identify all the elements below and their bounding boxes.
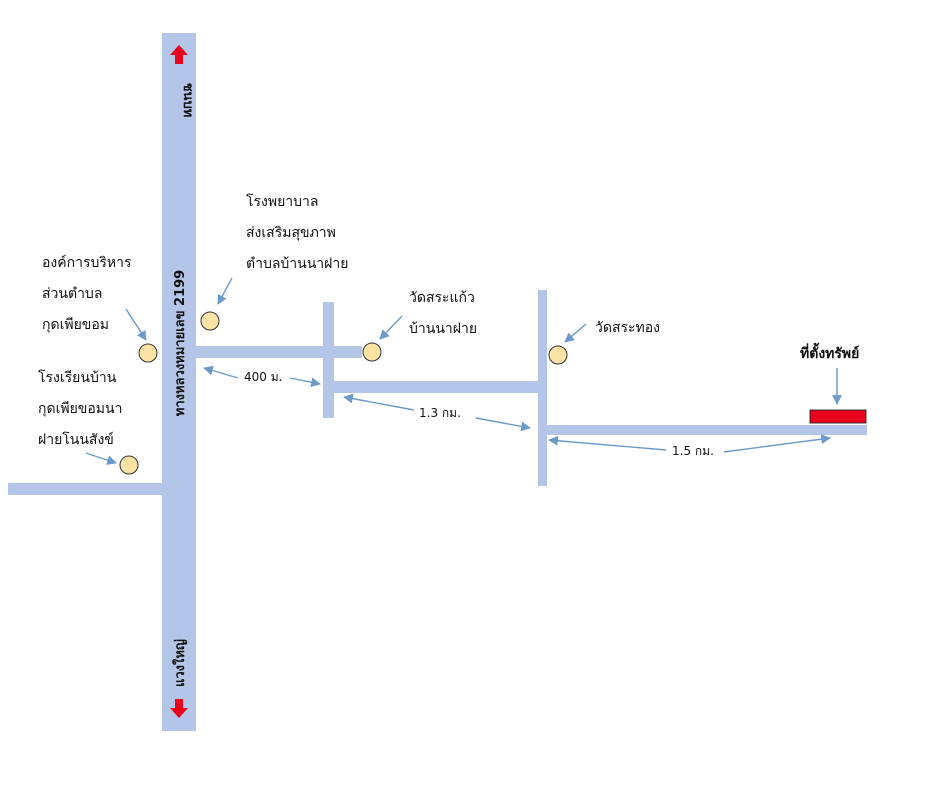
subdistrict-office-pointer: [125, 308, 147, 341]
subdistrict-office-label-line-1: องค์การบริหาร: [42, 254, 132, 271]
school-label-line-1: โรงเรียนบ้าน: [38, 369, 117, 386]
distance-1.5km-label: 1.5 กม.: [672, 444, 714, 458]
roads: [8, 33, 867, 731]
temple-1-label: วัดสระแก้ว บ้านนาฝาย: [409, 290, 479, 337]
highway-2199: [162, 33, 196, 731]
subdistrict-office-label-line-2: ส่วนตำบล: [42, 286, 102, 302]
property-label: ที่ตั้งทรัพย์: [800, 342, 859, 362]
temple-2-pointer: [564, 323, 587, 343]
pointer-arrows: [85, 277, 842, 465]
hospital-marker: [200, 311, 220, 331]
school-label-line-3: ฝายโนนสังข์: [38, 431, 114, 448]
hospital-label-line-1: โรงพยาบาล: [246, 193, 319, 210]
distance-arrows: [203, 365, 831, 453]
cross-road-1: [323, 302, 334, 418]
temple-2-label-line-1: วัดสระทอง: [595, 320, 660, 336]
west-side-road: [8, 483, 164, 495]
south-arrow-icon: [170, 699, 188, 718]
distance-1.5km-arrow-right: [723, 434, 831, 453]
hospital-label: โรงพยาบาล ส่งเสริมสุขภาพ ตำบลบ้านนาฝาย: [246, 193, 348, 272]
south-direction-label: แวงใหญ่: [171, 639, 188, 687]
temple-1-marker: [362, 342, 382, 362]
subdistrict-office-label: องค์การบริหาร ส่วนตำบล กุดเพียขอม: [42, 254, 136, 333]
distance-400m-arrow-right: [289, 377, 321, 388]
temple-1-pointer: [379, 315, 403, 340]
north-direction-label: ชนบท: [180, 83, 195, 118]
subdistrict-office-marker: [138, 343, 158, 363]
hospital-pointer: [217, 277, 233, 305]
school-label: โรงเรียนบ้าน กุดเพียขอมนา ฝายโนนสังข์: [38, 369, 127, 448]
school-pointer: [85, 452, 117, 465]
temple-2-label: วัดสระทอง: [595, 320, 660, 336]
distance-1.3km-arrow-left: [343, 393, 415, 411]
distance-400m-arrow-left: [203, 365, 239, 379]
highway-name-label: ทางหลวงหมายเลข 2199: [173, 270, 188, 416]
hospital-label-line-3: ตำบลบ้านนาฝาย: [246, 256, 348, 272]
hospital-label-line-2: ส่งเสริมสุขภาพ: [246, 225, 336, 241]
branch-road-1: [194, 346, 362, 358]
distance-1.5km-arrow-left: [548, 435, 667, 451]
temple-2-marker: [548, 345, 568, 365]
north-arrow-icon: [170, 45, 188, 64]
branch-road-3: [545, 425, 867, 435]
branch-road-2: [332, 381, 540, 393]
distance-1.3km-label: 1.3 กม.: [419, 406, 461, 420]
property-marker: [809, 409, 867, 424]
school-marker: [119, 455, 139, 475]
school-label-line-2: กุดเพียขอมนา: [38, 401, 122, 417]
cross-road-2: [538, 290, 547, 486]
distance-1.3km-arrow-right: [475, 417, 531, 432]
subdistrict-office-label-line-3: กุดเพียขอม: [42, 317, 109, 333]
temple-1-label-line-1: วัดสระแก้ว: [409, 290, 475, 306]
temple-1-label-line-2: บ้านนาฝาย: [409, 321, 477, 337]
distance-400m-label: 400 ม.: [244, 370, 282, 384]
